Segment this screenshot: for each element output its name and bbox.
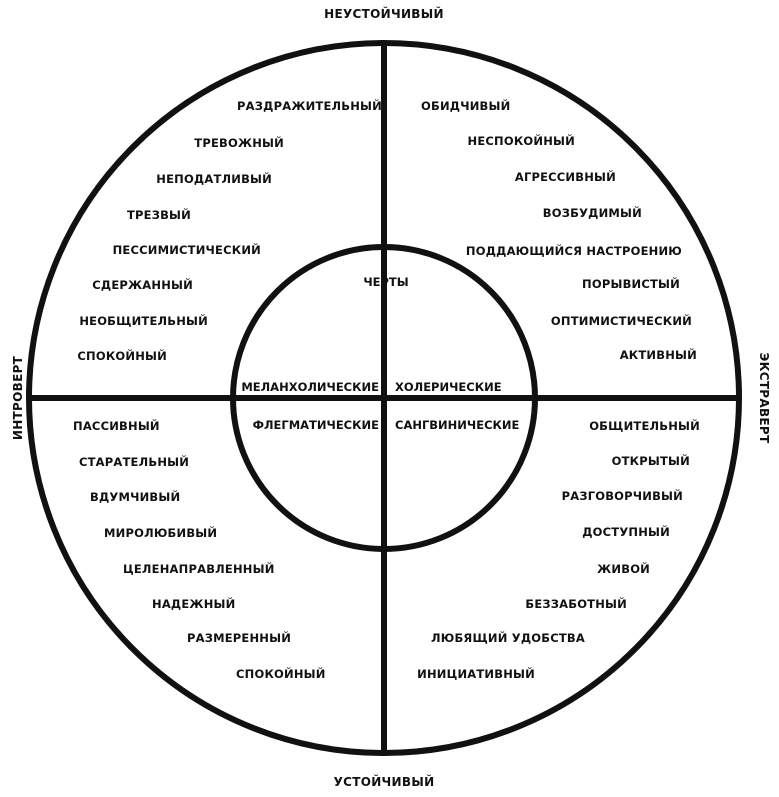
center-label-sanguine: САНГВИНИЧЕСКИЕ [395, 418, 520, 432]
trait-label: ПОДДАЮЩИЙСЯ НАСТРОЕНИЮ [466, 243, 682, 258]
trait-label: РАЗМЕРЕННЫЙ [187, 630, 291, 645]
center-label-melancholic: МЕЛАНХОЛИЧЕСКИЕ [241, 380, 379, 394]
trait-label: ОТКРЫТЫЙ [612, 453, 690, 468]
quadrant-top-right: ОБИДЧИВЫЙ НЕСПОКОЙНЫЙ АГРЕССИВНЫЙ ВОЗБУД… [421, 98, 697, 362]
trait-label: МИРОЛЮБИВЫЙ [104, 525, 217, 540]
trait-label: НЕОБЩИТЕЛЬНЫЙ [79, 313, 208, 328]
center-label-choleric: ХОЛЕРИЧЕСКИЕ [395, 380, 502, 394]
quadrant-bottom-right: ОБЩИТЕЛЬНЫЙ ОТКРЫТЫЙ РАЗГОВОРЧИВЫЙ ДОСТУ… [417, 418, 700, 681]
trait-label: АКТИВНЫЙ [620, 347, 697, 362]
center-label-phlegmatic: ФЛЕГМАТИЧЕСКИЕ [253, 418, 380, 432]
trait-label: ПЕССИМИСТИЧЕСКИЙ [113, 242, 261, 257]
axis-label-right: ЭКСТРАВЕРТ [757, 352, 771, 444]
trait-label: БЕЗЗАБОТНЫЙ [525, 596, 627, 611]
trait-label: ИНИЦИАТИВНЫЙ [417, 666, 535, 681]
axis-label-left: ИНТРОВЕРТ [11, 355, 25, 440]
trait-label: ПОРЫВИСТЫЙ [582, 276, 680, 291]
trait-label: ЦЕЛЕНАПРАВЛЕННЫЙ [123, 561, 275, 576]
trait-label: СДЕРЖАННЫЙ [92, 277, 193, 292]
trait-label: ОБИДЧИВЫЙ [421, 98, 510, 113]
trait-label: ТРЕЗВЫЙ [127, 207, 191, 222]
trait-label: АГРЕССИВНЫЙ [515, 169, 616, 184]
trait-label: СПОКОЙНЫЙ [236, 666, 326, 681]
axis-label-bottom: УСТОЙЧИВЫЙ [334, 774, 435, 789]
trait-label: ДОСТУПНЫЙ [582, 524, 670, 539]
trait-label: РАЗГОВОРЧИВЫЙ [562, 488, 683, 503]
quadrant-top-left: РАЗДРАЖИТЕЛЬНЫЙ ТРЕВОЖНЫЙ НЕПОДАТЛИВЫЙ Т… [77, 98, 382, 363]
trait-label: ВОЗБУДИМЫЙ [543, 205, 642, 220]
trait-label: НЕСПОКОЙНЫЙ [468, 133, 576, 148]
trait-label: ПАССИВНЫЙ [73, 418, 160, 433]
outer-circle [26, 40, 742, 756]
trait-label: ЖИВОЙ [597, 561, 650, 576]
trait-label: ЛЮБЯЩИЙ УДОБСТВА [431, 630, 585, 645]
trait-label: СПОКОЙНЫЙ [77, 348, 167, 363]
trait-label: РАЗДРАЖИТЕЛЬНЫЙ [237, 98, 382, 113]
center-title: ЧЕРТЫ [363, 275, 408, 289]
trait-label: НЕПОДАТЛИВЫЙ [156, 171, 272, 186]
trait-label: СТАРАТЕЛЬНЫЙ [79, 454, 189, 469]
trait-label: ВДУМЧИВЫЙ [90, 489, 180, 504]
trait-label: ОПТИМИСТИЧЕСКИЙ [551, 313, 692, 328]
trait-label: ТРЕВОЖНЫЙ [194, 135, 284, 150]
trait-label: НАДЕЖНЫЙ [152, 596, 235, 611]
quadrant-bottom-left: ПАССИВНЫЙ СТАРАТЕЛЬНЫЙ ВДУМЧИВЫЙ МИРОЛЮБ… [73, 418, 326, 681]
axis-label-top: НЕУСТОЙЧИВЫЙ [324, 6, 444, 21]
trait-label: ОБЩИТЕЛЬНЫЙ [589, 418, 700, 433]
